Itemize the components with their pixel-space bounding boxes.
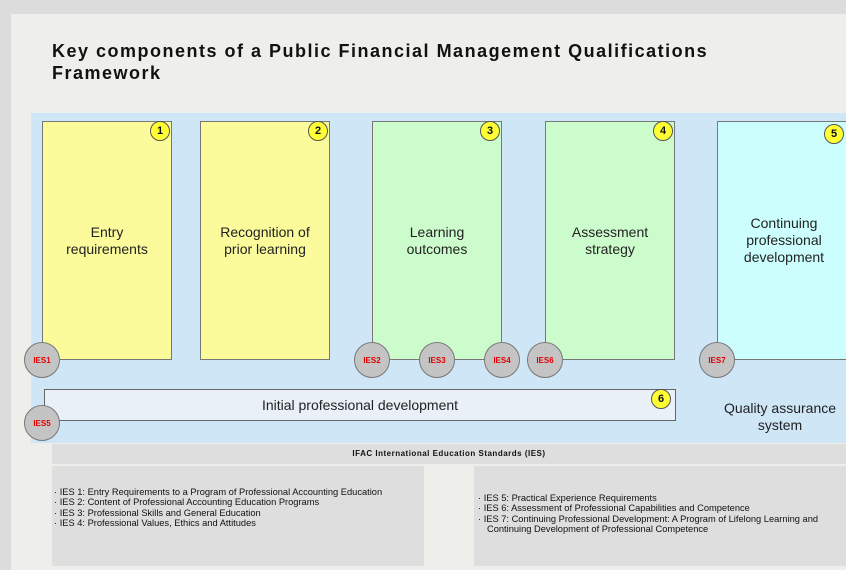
component-label: Continuing professional development <box>743 215 825 265</box>
ies-list-item: IES 7: Continuing Professional Developme… <box>478 514 840 535</box>
number-badge-2: 2 <box>308 121 328 141</box>
ies-left-panel: IES 1: Entry Requirements to a Program o… <box>52 466 424 566</box>
ies-list-item: IES 3: Professional Skills and General E… <box>54 508 418 518</box>
component-label: Assessment strategy <box>571 223 649 257</box>
ies-badge-7: IES7 <box>699 342 735 378</box>
ies-right-panel: IES 5: Practical Experience Requirements… <box>474 466 846 566</box>
initial-professional-development-bar: Initial professional development <box>44 389 676 421</box>
ies-badge-5: IES5 <box>24 405 60 441</box>
component-recognition-prior-learning: Recognition of prior learning <box>200 121 330 360</box>
ies-list-item: IES 6: Assessment of Professional Capabi… <box>478 503 840 513</box>
component-assessment-strategy: Assessment strategy <box>545 121 675 360</box>
number-badge-1: 1 <box>150 121 170 141</box>
ies-badge-4: IES4 <box>484 342 520 378</box>
page-title: Key components of a Public Financial Man… <box>52 41 709 83</box>
number-badge-3: 3 <box>480 121 500 141</box>
ies-list-item: IES 1: Entry Requirements to a Program o… <box>54 487 418 497</box>
ipd-label: Initial professional development <box>261 397 459 413</box>
ies-list-item: IES 5: Practical Experience Requirements <box>478 493 840 503</box>
component-continuing-professional-development: Continuing professional development <box>717 121 846 360</box>
ies-badge-3: IES3 <box>419 342 455 378</box>
number-badge-6: 6 <box>651 389 671 409</box>
number-badge-4: 4 <box>653 121 673 141</box>
ies-header: IFAC International Education Standards (… <box>52 444 846 464</box>
component-entry-requirements: Entry requirements <box>42 121 172 360</box>
component-label: Entry requirements <box>66 223 148 257</box>
component-learning-outcomes: Learning outcomes <box>372 121 502 360</box>
ies-badge-6: IES6 <box>527 342 563 378</box>
number-badge-5: 5 <box>824 124 844 144</box>
ies-list-item: IES 4: Professional Values, Ethics and A… <box>54 518 418 528</box>
quality-assurance-label: Quality assurance system <box>723 400 837 433</box>
component-label: Learning outcomes <box>406 223 468 257</box>
component-label: Recognition of prior learning <box>220 223 310 257</box>
ies-badge-1: IES1 <box>24 342 60 378</box>
ies-list-item: IES 2: Content of Professional Accountin… <box>54 497 418 507</box>
ies-badge-2: IES2 <box>354 342 390 378</box>
